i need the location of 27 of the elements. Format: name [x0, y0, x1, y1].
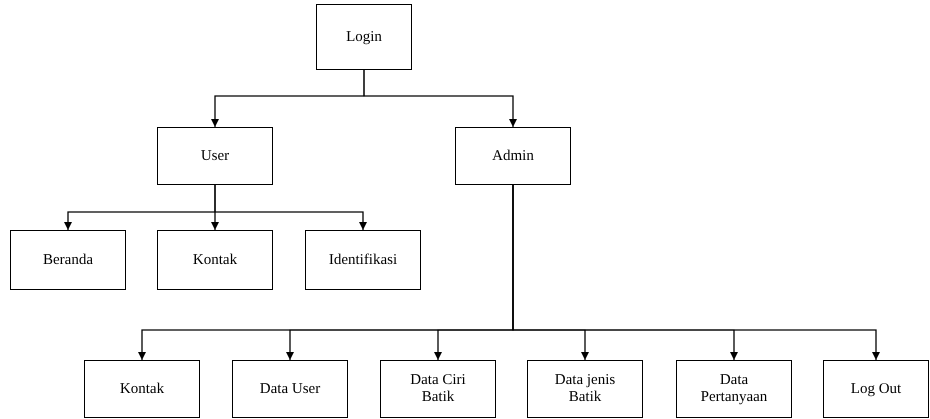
process-box [455, 127, 571, 185]
box-label: User [200, 148, 230, 164]
box-label: Kontak [120, 380, 164, 398]
process-box [527, 360, 643, 418]
box-label: Kontak [192, 252, 238, 268]
process-box [157, 230, 273, 290]
arrow [363, 70, 517, 127]
box-label: Data User [260, 380, 320, 398]
box-label: Admin [492, 148, 534, 164]
box-label: Login [346, 28, 382, 46]
arrow [214, 185, 367, 230]
process-box [10, 230, 126, 290]
process-box [380, 360, 496, 418]
process-box [232, 360, 348, 418]
box-label: Data Ciri Batik [409, 372, 467, 406]
box-label: Data jenis Batik [554, 372, 616, 406]
process-box [676, 360, 792, 418]
box-label: Beranda [43, 252, 93, 268]
process-box [316, 4, 412, 70]
process-box [823, 360, 929, 418]
arrow [512, 185, 880, 360]
box-label: Identifikasi [328, 252, 398, 268]
process-box [305, 230, 421, 290]
process-box [157, 127, 273, 185]
box-label: Log Out [850, 380, 902, 398]
box-label: Data Pertanyaan [700, 372, 768, 406]
process-box [84, 360, 200, 418]
